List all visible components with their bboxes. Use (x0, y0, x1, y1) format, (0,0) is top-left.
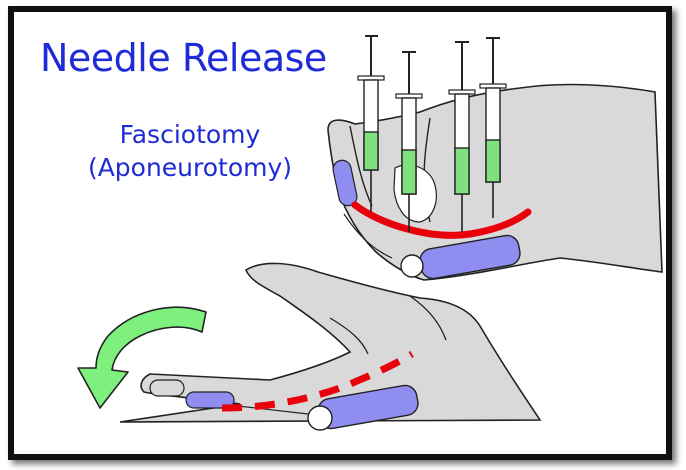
released-hand (120, 263, 540, 430)
